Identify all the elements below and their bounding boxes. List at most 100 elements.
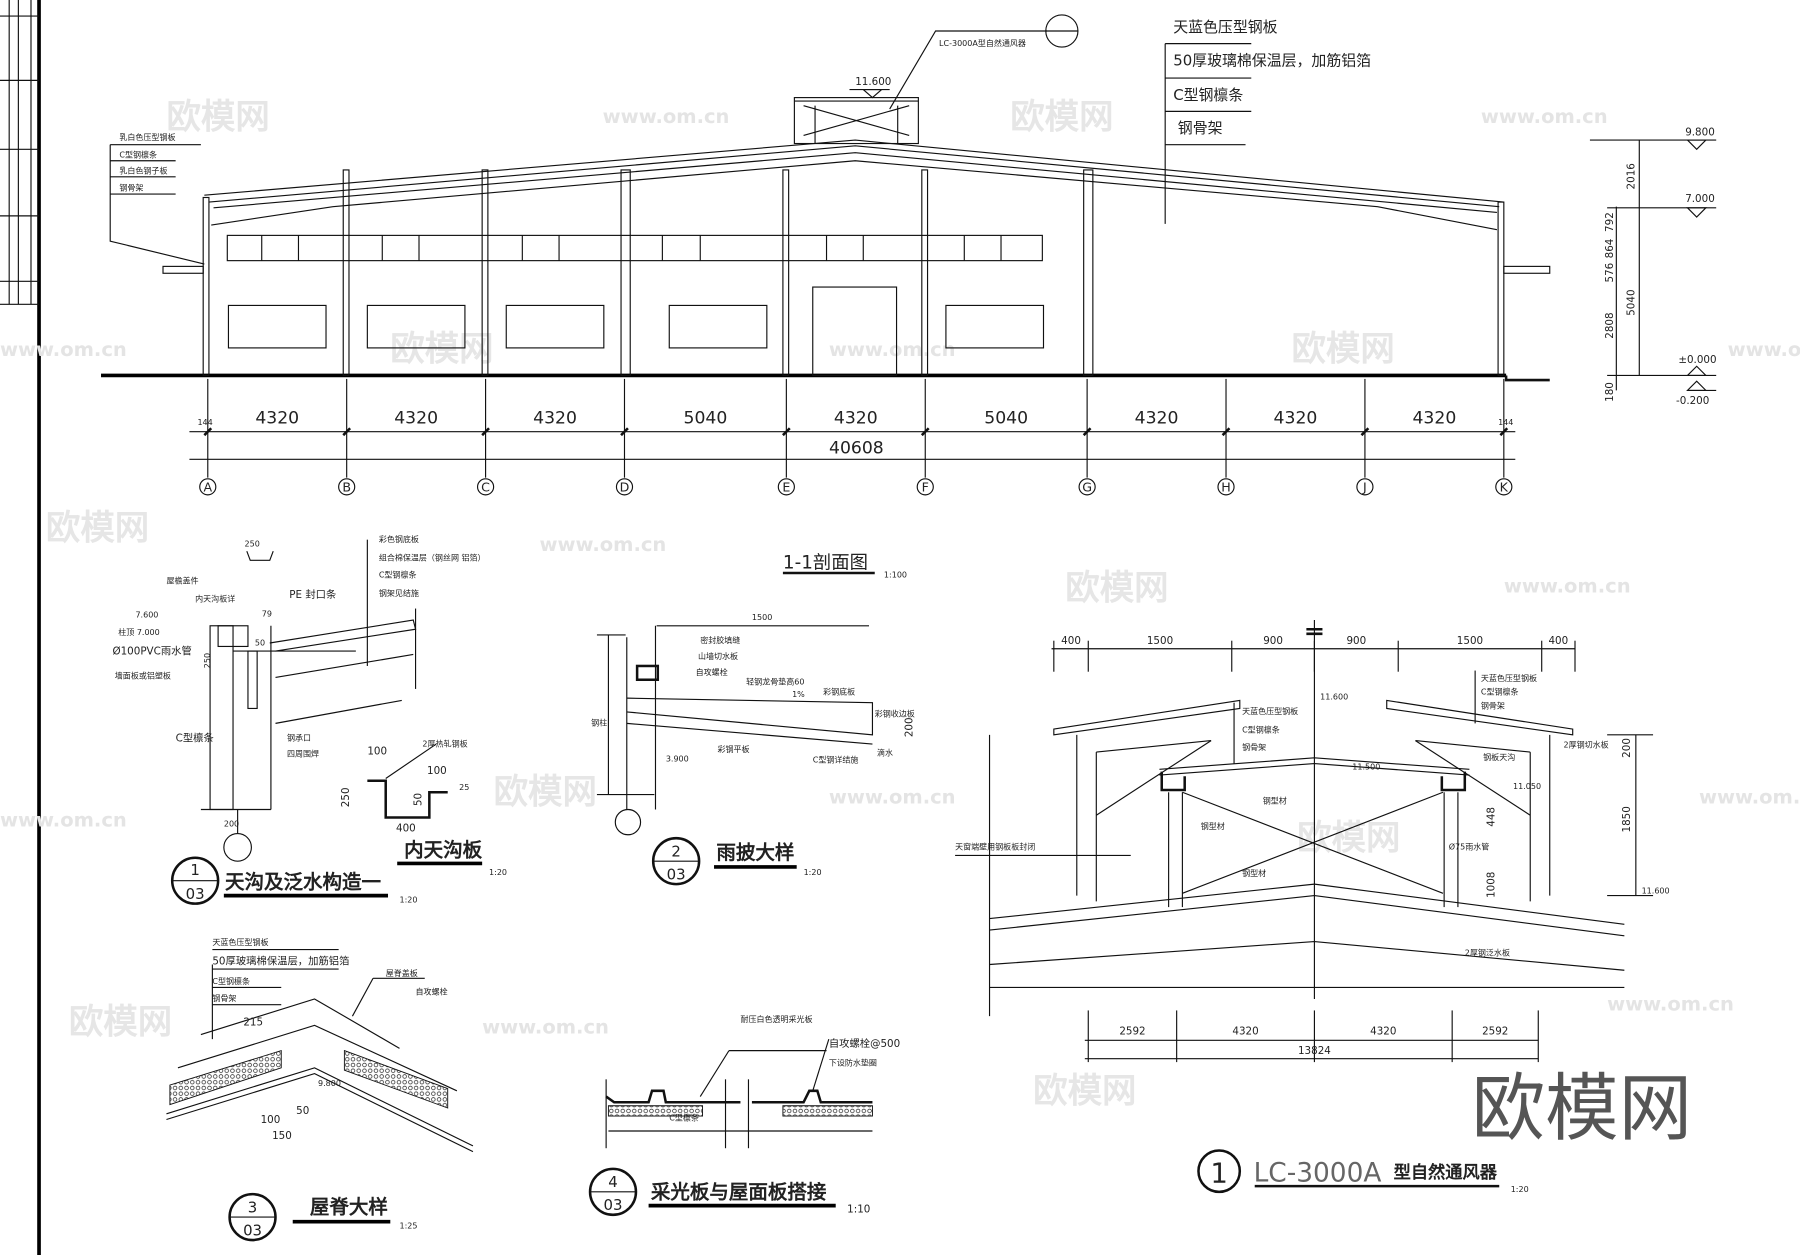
- axis-bubble: [916, 478, 934, 496]
- dim-label: 150: [272, 1130, 292, 1142]
- axis-bubble: [476, 478, 495, 496]
- watermark-brand: 欧模网: [390, 330, 493, 370]
- edge-dimension: 144: [197, 418, 212, 427]
- detail-number: 1: [1210, 1158, 1228, 1190]
- title-block-strip: [0, 0, 41, 1255]
- detail-scale: 1:20: [489, 868, 507, 877]
- watermark-brand: 欧模网: [166, 98, 269, 138]
- section-title: 1-1剖面图: [783, 552, 868, 573]
- dim-label: 1850: [1621, 806, 1633, 832]
- watermark-brand: 欧模网: [1065, 568, 1168, 608]
- dim-label: 1%: [792, 690, 805, 699]
- section-scale: 1:100: [884, 571, 907, 580]
- detail-label: 屋脊盖板: [386, 968, 418, 978]
- dim-label: 215: [243, 1016, 263, 1028]
- level-label: 11.600: [1320, 692, 1348, 701]
- detail-label: 彩钢底板: [823, 687, 855, 697]
- dim-tick: [782, 427, 791, 437]
- detail-label: 山墙切水板: [698, 651, 738, 661]
- detail-label: 钢承口: [287, 733, 311, 743]
- door: [812, 286, 898, 377]
- dim-label: 100: [367, 745, 387, 757]
- axis-label: D: [620, 479, 630, 494]
- steel-column: [1083, 169, 1094, 377]
- vdim: 792: [1604, 212, 1616, 232]
- detail-label: Ø100PVC雨水管: [113, 644, 192, 657]
- detail-title: 屋脊大样: [310, 1196, 388, 1219]
- level-label: 9.800: [1685, 126, 1715, 138]
- detail-index-circle: 1 03: [170, 856, 220, 905]
- detail-label: 钢架见结施: [379, 588, 419, 598]
- detail-label: C型檩条: [669, 1113, 699, 1123]
- axis-bubble: [1217, 478, 1235, 496]
- inner-gutter-plate: 2厚热轧钢板 100 100 250 50 400 25 内天沟板 1:20: [340, 738, 507, 877]
- detail-label: 滴水: [877, 748, 893, 758]
- watermark-url: www.om.cn: [0, 338, 127, 361]
- dim-label: 1500: [752, 613, 772, 622]
- dim-label: 400: [1548, 635, 1568, 647]
- dim-label: 900: [1263, 635, 1283, 647]
- vdim: 2808: [1604, 312, 1616, 338]
- detail-label: 天窗端壁用钢板板封闭: [955, 842, 1035, 852]
- axis-bubble: [615, 478, 634, 496]
- axis-label: G: [1082, 479, 1092, 494]
- detail-label: 下设防水垫圈: [829, 1058, 877, 1068]
- dim-tick: [481, 427, 490, 437]
- dim-tick: [1499, 427, 1509, 437]
- axis-bubble: [1078, 478, 1096, 496]
- axis-label: H: [1221, 479, 1230, 494]
- dim-label: 1008: [1486, 872, 1498, 898]
- watermark-url: www.om.cn: [482, 1015, 609, 1038]
- detail-label: 钢板天沟: [1483, 752, 1515, 762]
- detail-label: 自攻螺栓: [696, 667, 728, 677]
- detail-label: 密封胶填缝: [700, 635, 740, 645]
- level-label: 11.050: [1513, 782, 1541, 791]
- detail-label: C型钢檩条: [379, 570, 417, 580]
- dim-tick: [342, 427, 352, 437]
- bay-dimension: 5040: [984, 409, 1028, 429]
- detail-label: 组合棉保温层（钢丝网 铝箔）: [379, 552, 486, 562]
- layer-label: 乳白色钢子板: [119, 165, 167, 175]
- axis-label: C: [481, 479, 490, 494]
- axis-bubble: [777, 478, 795, 496]
- watermark-url: www.om.cn: [1728, 338, 1800, 361]
- detail-scale: 1:20: [804, 868, 822, 877]
- watermark-url: www.om.cn: [829, 338, 956, 361]
- steel-column: [342, 169, 350, 377]
- watermark-brand: 欧模网: [46, 509, 149, 549]
- watermark-url: www.om.cn: [0, 809, 127, 832]
- vdim: 864: [1604, 239, 1616, 259]
- detail-title: 采光板与屋面板搭接: [650, 1181, 827, 1204]
- detail-label: 自攻螺栓@500: [829, 1037, 900, 1050]
- detail-label: 墙面板或铝塑板: [115, 671, 171, 681]
- watermark-url: www.om.cn: [1699, 786, 1800, 809]
- layer-label: 钢骨架: [212, 993, 236, 1003]
- detail-4-skylight-lap: 耐压白色透明采光板 自攻螺栓@500 下设防水垫圈 C型檩条 4 03 采光板与…: [588, 1014, 900, 1217]
- steel-column: [481, 169, 489, 377]
- right-layer-callout: 天蓝色压型钢板 50厚玻璃棉保温层，加筋铝箔 C型钢檩条 钢骨架: [1164, 18, 1371, 224]
- detail-title: 天沟及泛水构造一: [225, 871, 381, 894]
- level-label: 11.600: [1642, 886, 1670, 895]
- axis-bubble: [1356, 478, 1374, 496]
- dim-tick: [1221, 427, 1231, 437]
- dim-tick: [203, 427, 213, 437]
- detail-label: C型钢檩条: [1242, 725, 1280, 735]
- detail-title: 型自然通风器: [1394, 1162, 1498, 1183]
- axis-bubble: [1495, 478, 1513, 496]
- vdim: 5040: [1626, 289, 1638, 315]
- level-label: 柱顶 7.000: [118, 627, 160, 637]
- detail-label: C型钢檩条: [1481, 687, 1519, 697]
- detail-scale: 1:25: [399, 1222, 417, 1231]
- detail-label: 钢骨架: [1481, 700, 1505, 710]
- detail-label: 钢骨架: [1242, 742, 1266, 752]
- watermark-url: www.om.cn: [1481, 105, 1608, 128]
- watermark-url: www.om.cn: [1504, 574, 1631, 597]
- detail-label: 彩色钢底板: [379, 534, 419, 544]
- bay-dimension: 5040: [684, 409, 728, 429]
- layer-label: 50厚玻璃棉保温层，加筋铝箔: [212, 955, 349, 968]
- steel-column: [921, 169, 929, 377]
- dim-label: 200: [904, 717, 916, 737]
- detail-label: 耐压白色透明采光板: [740, 1014, 812, 1024]
